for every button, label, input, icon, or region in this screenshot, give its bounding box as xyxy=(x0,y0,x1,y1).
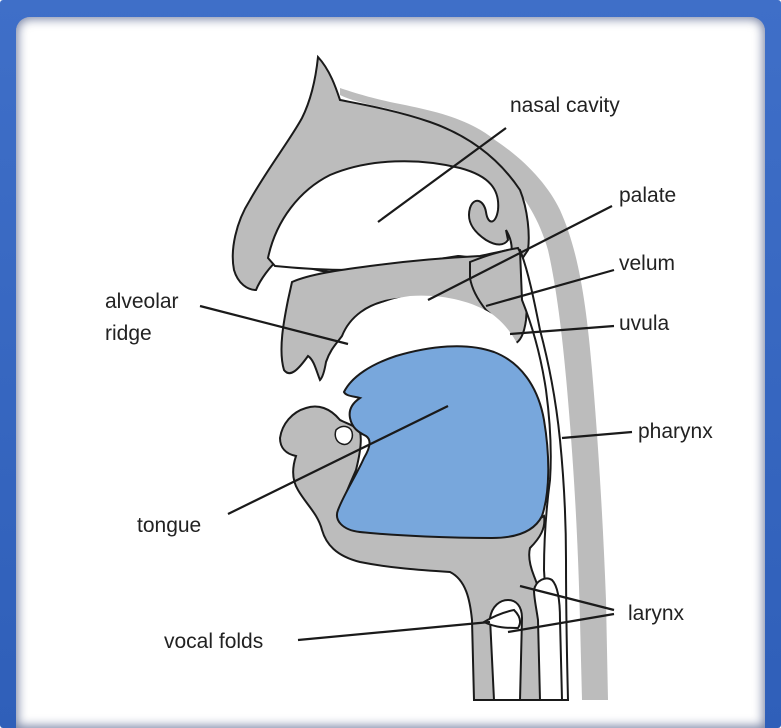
diagram-panel: nasal cavity palate velum uvula alveolar… xyxy=(16,17,765,728)
label-alveolar-ridge-line2: ridge xyxy=(105,322,152,345)
label-pharynx: pharynx xyxy=(638,420,713,443)
label-nasal-cavity: nasal cavity xyxy=(510,94,620,117)
lower-lip-gap xyxy=(335,426,352,444)
label-palate: palate xyxy=(619,184,676,207)
vocal-tract-diagram: nasal cavity palate velum uvula alveolar… xyxy=(16,17,765,728)
label-larynx: larynx xyxy=(628,602,685,625)
label-velum: velum xyxy=(619,252,675,275)
label-alveolar-ridge-line1: alveolar xyxy=(105,290,179,313)
leader-vocal-folds xyxy=(298,622,490,640)
tongue xyxy=(337,346,548,538)
label-tongue: tongue xyxy=(137,514,201,537)
label-vocal-folds: vocal folds xyxy=(164,630,263,653)
label-uvula: uvula xyxy=(619,312,670,335)
